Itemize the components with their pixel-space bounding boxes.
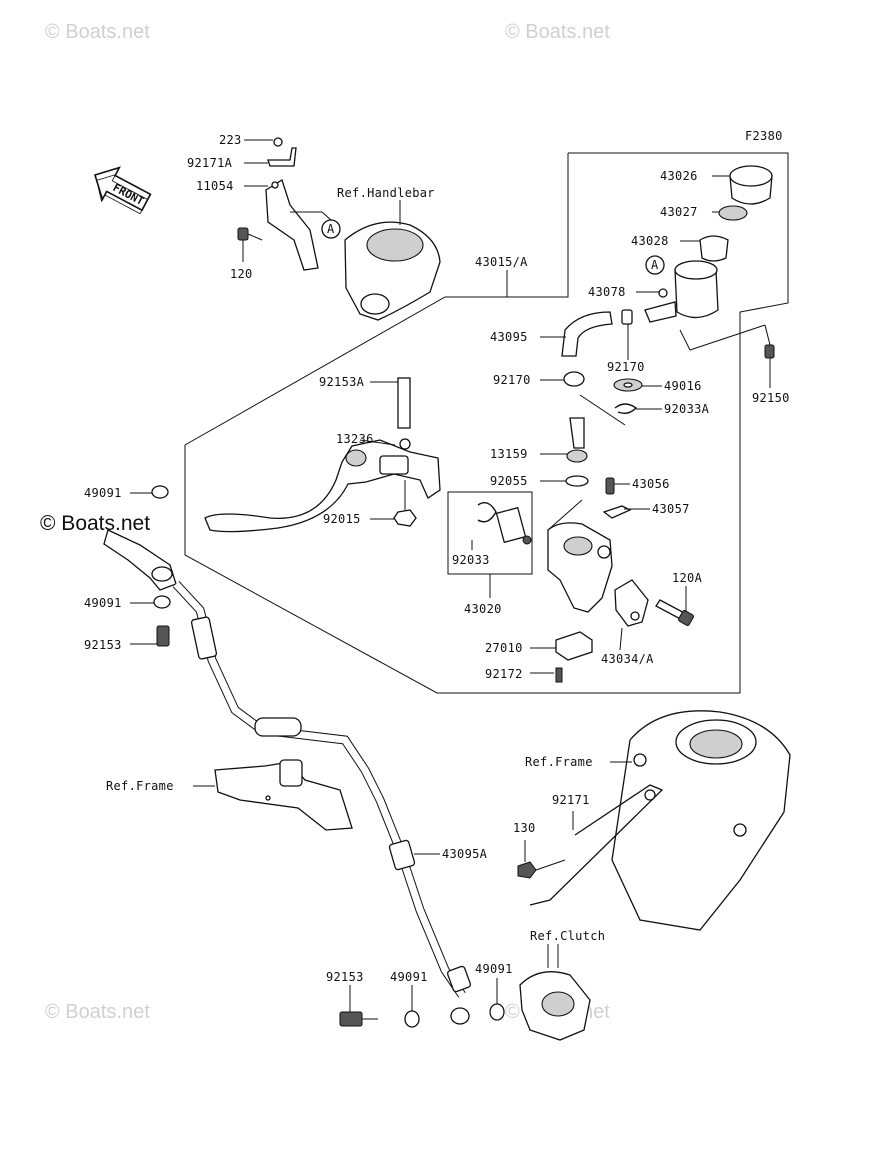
label-92171a: 92171A xyxy=(187,156,233,170)
label-11054: 11054 xyxy=(196,179,234,193)
ref-frame-right: Ref.Frame xyxy=(525,755,593,769)
ref-frame-left: Ref.Frame xyxy=(106,779,174,793)
label-92055: 92055 xyxy=(490,474,528,488)
callout-a-right: A xyxy=(651,258,659,272)
label-43020: 43020 xyxy=(464,602,502,616)
watermark-middle: © Boats.net xyxy=(40,512,150,535)
label-49016: 49016 xyxy=(664,379,702,393)
label-43026: 43026 xyxy=(660,169,698,183)
label-92153a: 92153A xyxy=(319,375,365,389)
label-92015: 92015 xyxy=(323,512,361,526)
front-arrow-icon: FRONT xyxy=(94,166,152,215)
assembly-outline xyxy=(184,152,789,694)
label-43056: 43056 xyxy=(632,477,670,491)
label-92150: 92150 xyxy=(752,391,790,405)
label-49091-bottom-left: 49091 xyxy=(390,970,428,984)
label-43095a: 43095A xyxy=(442,847,488,861)
label-13236: 13236 xyxy=(336,432,374,446)
label-43057: 43057 xyxy=(652,502,690,516)
label-92153-left: 92153 xyxy=(84,638,122,652)
callout-a-top: A xyxy=(327,222,335,236)
label-49091-mid: 49091 xyxy=(84,596,122,610)
ref-clutch: Ref.Clutch xyxy=(530,929,605,943)
label-43028: 43028 xyxy=(631,234,669,248)
label-43027: 43027 xyxy=(660,205,698,219)
label-92171: 92171 xyxy=(552,793,590,807)
label-223: 223 xyxy=(219,133,242,147)
label-120a: 120A xyxy=(672,571,703,585)
label-92170-upper: 92170 xyxy=(607,360,645,374)
label-43034a: 43034/A xyxy=(601,652,654,666)
watermark-bottom-left: © Boats.net xyxy=(45,1001,150,1023)
label-43015a: 43015/A xyxy=(475,255,528,269)
label-92033a: 92033A xyxy=(664,402,710,416)
label-130: 130 xyxy=(513,821,536,835)
label-92033: 92033 xyxy=(452,553,490,567)
label-120: 120 xyxy=(230,267,253,281)
label-13159: 13159 xyxy=(490,447,528,461)
watermark-top-right: © Boats.net xyxy=(505,21,610,43)
watermark-top-left: © Boats.net xyxy=(45,21,150,43)
label-92172: 92172 xyxy=(485,667,523,681)
ref-handlebar: Ref.Handlebar xyxy=(337,186,435,200)
label-27010: 27010 xyxy=(485,641,523,655)
figure-code: F2380 xyxy=(745,129,783,143)
label-43095: 43095 xyxy=(490,330,528,344)
label-43078: 43078 xyxy=(588,285,626,299)
label-92170-lower: 92170 xyxy=(493,373,531,387)
label-49091-top: 49091 xyxy=(84,486,122,500)
label-49091-bottom-right: 49091 xyxy=(475,962,513,976)
label-92153-bottom: 92153 xyxy=(326,970,364,984)
